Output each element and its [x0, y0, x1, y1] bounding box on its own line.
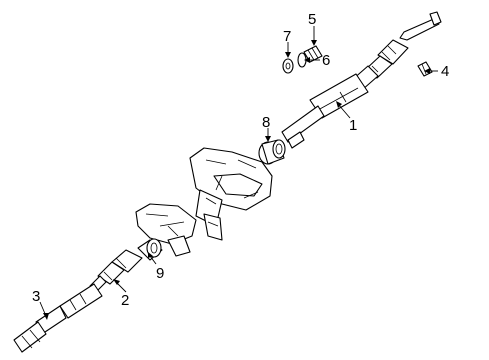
lower-bracket: [135, 203, 197, 257]
callout-5: 5: [308, 11, 316, 28]
callout-7: 7: [283, 28, 291, 45]
callout-labels: 1 2 3 4 5 6 7 8 9: [32, 11, 449, 309]
callout-1: 1: [349, 117, 357, 134]
intermediate-joint: [89, 249, 143, 293]
column-tube: [281, 73, 369, 149]
bearing: [258, 139, 286, 165]
callout-6: 6: [322, 52, 330, 69]
lower-shaft: [13, 283, 103, 353]
small-parts: [282, 45, 323, 74]
callout-8: 8: [262, 114, 270, 131]
upper-shaft: [351, 11, 442, 91]
callout-4: 4: [441, 63, 449, 80]
callout-3: 3: [32, 288, 40, 305]
bushing: [137, 238, 163, 261]
callout-2: 2: [121, 292, 129, 309]
callout-9: 9: [156, 265, 164, 282]
leader-lines: [39, 26, 438, 320]
column-housing: [189, 147, 273, 241]
